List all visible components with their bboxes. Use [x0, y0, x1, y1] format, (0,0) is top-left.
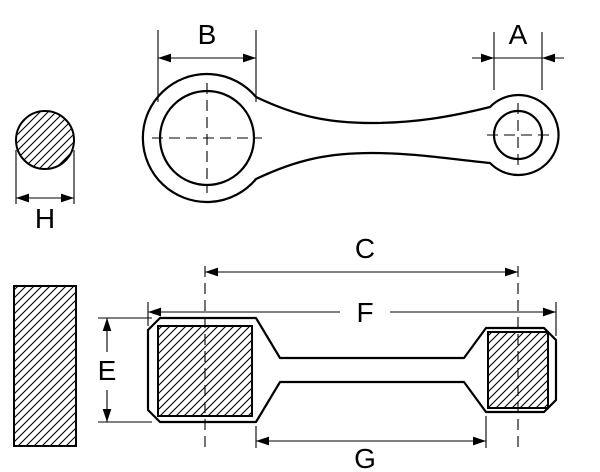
rod-side-outline — [141, 72, 560, 204]
dimension-c: C — [205, 233, 518, 277]
dimension-e: E — [98, 317, 152, 423]
dimension-b: B — [157, 19, 257, 102]
rod-top-view — [146, 266, 558, 452]
dim-label-a: A — [509, 19, 528, 50]
dim-label-e: E — [98, 355, 117, 386]
dim-label-c: C — [355, 233, 375, 264]
dim-label-h: H — [35, 203, 55, 234]
small-end-bore — [492, 109, 544, 161]
dimension-f: F — [147, 297, 557, 336]
dim-label-f: F — [356, 297, 373, 328]
pin-circle — [15, 110, 75, 170]
dim-label-b: B — [198, 19, 217, 50]
rod-end-cross-section — [13, 285, 77, 447]
rod-side-view — [141, 72, 560, 204]
dim-label-g: G — [354, 443, 376, 472]
dimension-g: G — [255, 416, 487, 472]
cross-section-rect — [13, 285, 77, 447]
dimension-a: A — [472, 19, 564, 90]
pin-cross-section: H — [15, 110, 75, 234]
